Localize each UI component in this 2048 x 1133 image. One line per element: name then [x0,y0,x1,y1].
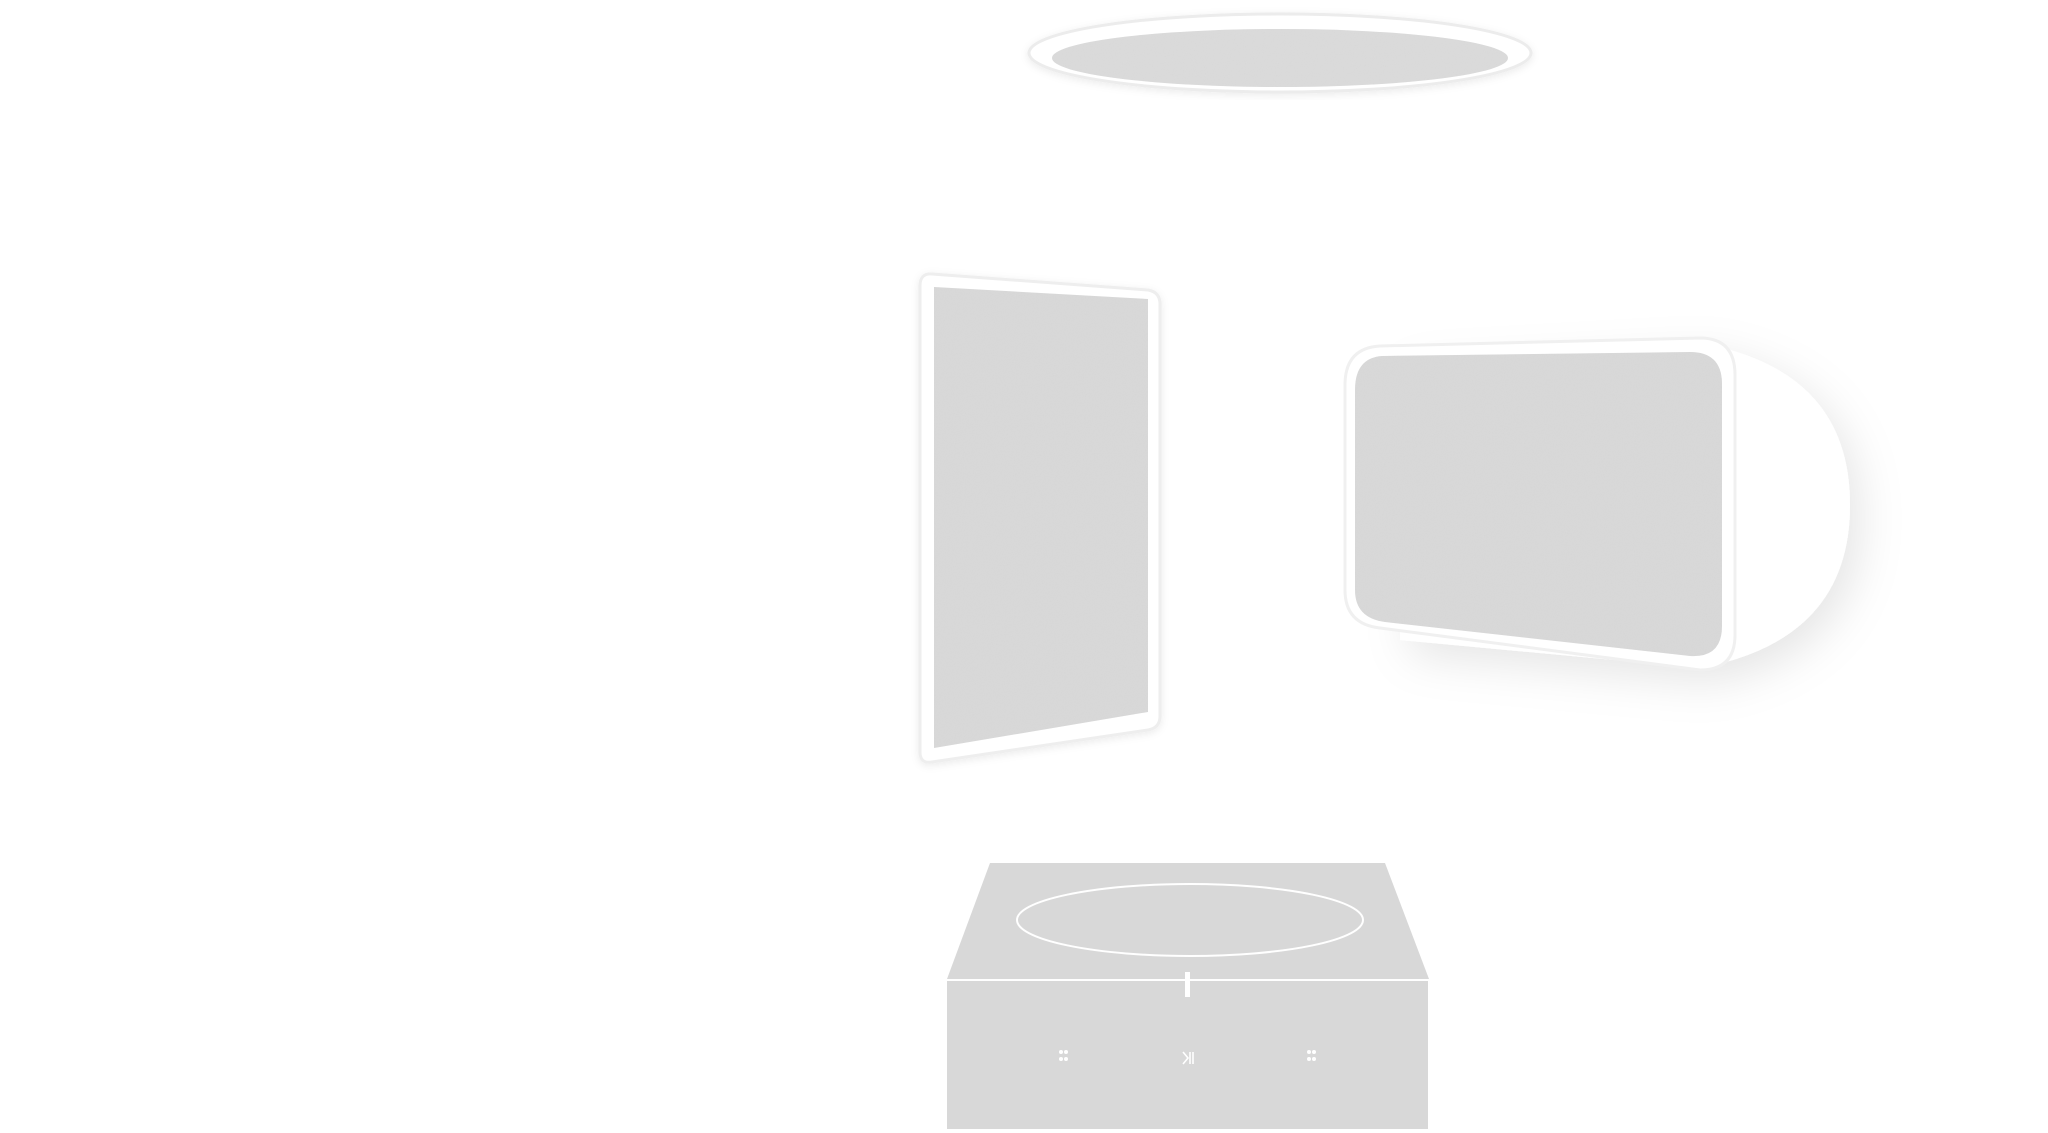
play-pause-icon[interactable] [1182,1051,1194,1065]
volume-up-icon[interactable] [1307,1050,1316,1061]
in-wall-speaker-icon [918,272,1162,764]
wall-mounted-speaker-icon [1343,336,1850,672]
ceiling-speaker-icon [1027,12,1533,94]
amplifier-icon [947,863,1429,1129]
status-light [1185,972,1190,997]
volume-down-icon[interactable] [1059,1050,1068,1061]
